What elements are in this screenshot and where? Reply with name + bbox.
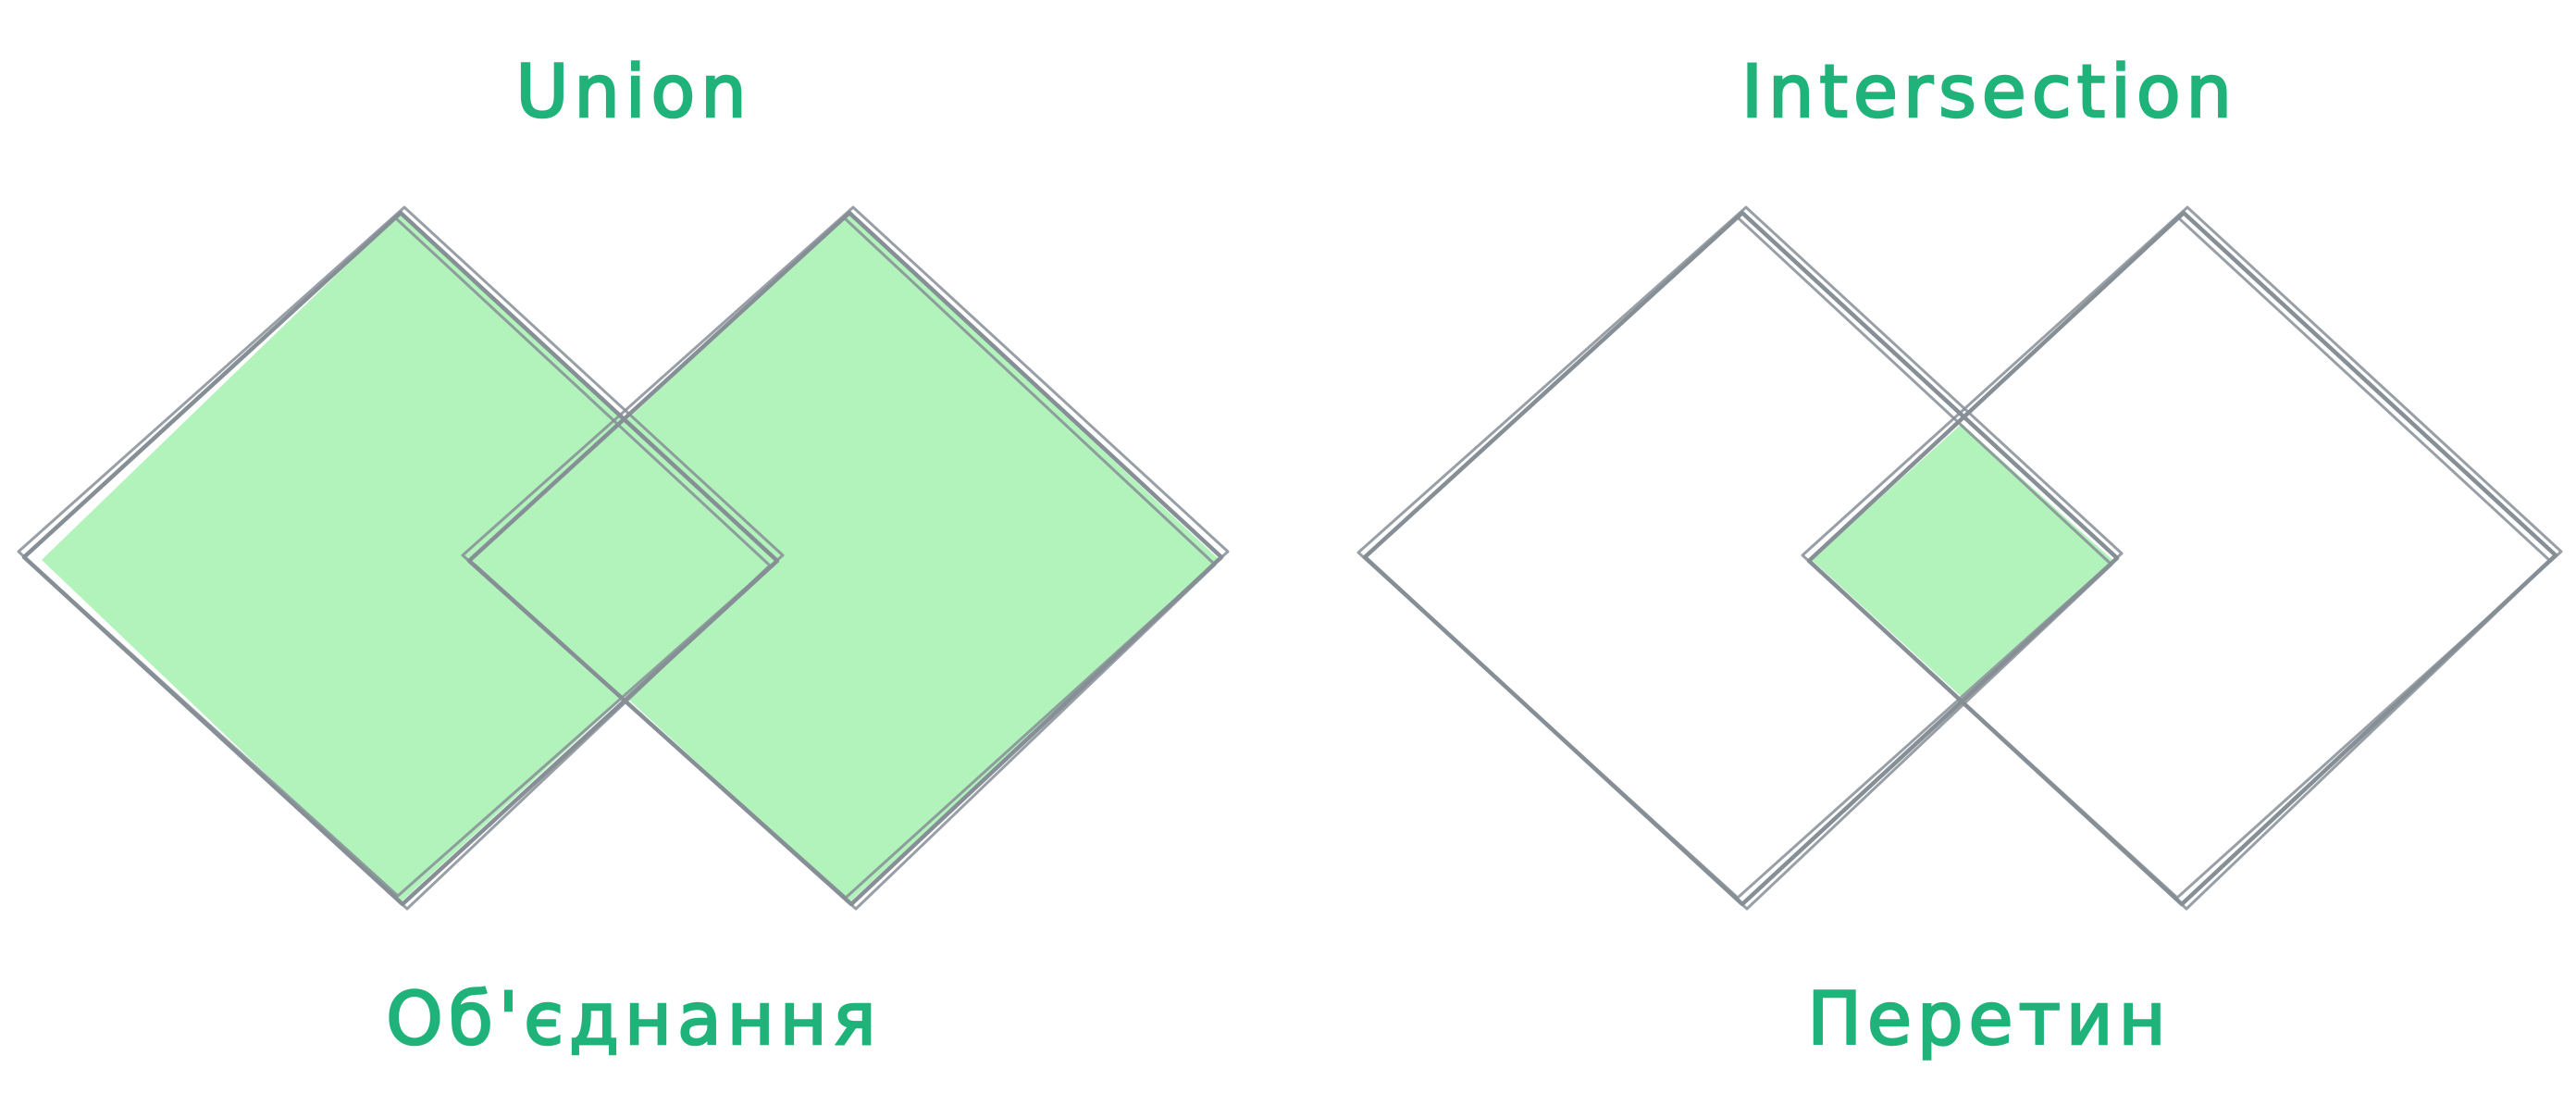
union-title-en: Union — [515, 51, 751, 134]
intersection-overlap-fill — [1812, 424, 2112, 697]
union-left-fill — [42, 213, 774, 902]
union-right-diamond-outline — [461, 205, 1230, 911]
union-right-fill — [477, 213, 1220, 902]
union-title-uk: Об'єднання — [386, 978, 881, 1062]
intersection-title-en: Intersection — [1741, 51, 2237, 134]
intersection-title-uk: Перетин — [1807, 978, 2171, 1062]
intersection-right-diamond-outline — [1801, 205, 2563, 911]
union-left-diamond-outline — [17, 205, 785, 911]
intersection-left-diamond-outline — [1356, 205, 2124, 911]
intersection-panel: Intersection Перетин — [1356, 50, 2563, 1062]
union-panel: Union Об'єднання — [17, 50, 1230, 1062]
